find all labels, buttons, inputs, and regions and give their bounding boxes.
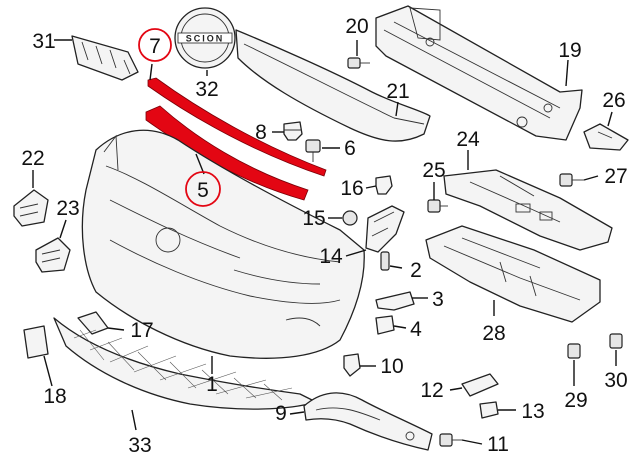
callout-7[interactable]: 7 bbox=[149, 35, 161, 58]
part-21-absorber[interactable] bbox=[235, 29, 431, 142]
callout-23[interactable]: 23 bbox=[56, 197, 79, 220]
part-17-strip[interactable] bbox=[77, 311, 109, 335]
part-19-reinforcement-bar[interactable] bbox=[375, 5, 583, 141]
part-12-retainer[interactable] bbox=[461, 373, 499, 397]
callout-18[interactable]: 18 bbox=[43, 385, 66, 408]
part-29-clip[interactable] bbox=[567, 343, 581, 359]
callout-1[interactable]: 1 bbox=[206, 373, 218, 396]
callout-14[interactable]: 14 bbox=[319, 245, 343, 268]
part-32-emblem[interactable]: SCION bbox=[174, 7, 236, 69]
part-25-bolt[interactable] bbox=[427, 199, 448, 213]
part-30-clip[interactable] bbox=[609, 333, 623, 349]
part-18-plate[interactable] bbox=[23, 325, 49, 359]
callout-8[interactable]: 8 bbox=[255, 121, 267, 144]
callout-6[interactable]: 6 bbox=[344, 137, 356, 160]
callout-5[interactable]: 5 bbox=[197, 179, 209, 202]
part-3-bracket[interactable] bbox=[375, 291, 415, 311]
callout-15[interactable]: 15 bbox=[302, 207, 325, 230]
part-6-bolt[interactable] bbox=[305, 139, 321, 162]
callout-24[interactable]: 24 bbox=[456, 128, 480, 151]
leader-lines bbox=[32, 39, 617, 445]
callout-27[interactable]: 27 bbox=[604, 165, 627, 188]
callout-3[interactable]: 3 bbox=[432, 288, 444, 311]
callout-29[interactable]: 29 bbox=[564, 389, 587, 412]
callout-13[interactable]: 13 bbox=[521, 400, 544, 423]
emblem-text: SCION bbox=[186, 34, 225, 44]
callout-19[interactable]: 19 bbox=[558, 39, 581, 62]
part-2-pin[interactable] bbox=[380, 251, 390, 271]
callout-26[interactable]: 26 bbox=[602, 89, 625, 112]
part-4-clip[interactable] bbox=[375, 315, 395, 335]
callout-32[interactable]: 32 bbox=[195, 78, 218, 101]
callout-4[interactable]: 4 bbox=[410, 318, 422, 341]
callout-28[interactable]: 28 bbox=[482, 322, 505, 345]
callout-25[interactable]: 25 bbox=[422, 159, 445, 182]
callout-20[interactable]: 20 bbox=[345, 15, 368, 38]
callout-22[interactable]: 22 bbox=[21, 147, 44, 170]
part-11-bolt[interactable] bbox=[439, 433, 462, 447]
part-8-clip[interactable] bbox=[283, 121, 303, 141]
callout-12[interactable]: 12 bbox=[420, 379, 443, 402]
part-1-bumper-cover[interactable] bbox=[81, 129, 365, 359]
callout-33[interactable]: 33 bbox=[128, 434, 151, 457]
part-20-bolt[interactable] bbox=[347, 57, 370, 69]
highlight-circle-7 bbox=[138, 28, 172, 62]
callout-11[interactable]: 11 bbox=[487, 433, 509, 456]
callout-9[interactable]: 9 bbox=[275, 402, 287, 425]
part-16-clip[interactable] bbox=[375, 175, 393, 195]
part-10-clip[interactable] bbox=[343, 353, 361, 377]
callout-21[interactable]: 21 bbox=[386, 80, 409, 103]
callout-31[interactable]: 31 bbox=[32, 30, 55, 53]
part-23-bezel[interactable] bbox=[35, 237, 71, 273]
callout-30[interactable]: 30 bbox=[604, 369, 627, 392]
part-22-bezel[interactable] bbox=[13, 189, 49, 227]
part-28-under-panel[interactable] bbox=[425, 225, 601, 323]
callout-2[interactable]: 2 bbox=[410, 259, 422, 282]
callout-labels: 1 2 3 4 5 6 7 8 9 10 11 12 13 14 15 16 1… bbox=[21, 15, 627, 457]
part-7-retainer-strip[interactable] bbox=[147, 77, 327, 177]
part-14-support[interactable] bbox=[365, 205, 405, 253]
callout-10[interactable]: 10 bbox=[380, 355, 403, 378]
highlight-circle-5 bbox=[185, 171, 221, 207]
part-31-bracket[interactable] bbox=[71, 35, 139, 81]
callout-17[interactable]: 17 bbox=[130, 319, 153, 342]
part-24-undercover[interactable] bbox=[443, 169, 613, 251]
part-13-clip[interactable] bbox=[479, 401, 499, 419]
part-9-bracket[interactable] bbox=[303, 392, 433, 451]
part-26-bracket[interactable] bbox=[583, 123, 629, 151]
callout-16[interactable]: 16 bbox=[340, 177, 363, 200]
part-27-bolt[interactable] bbox=[559, 173, 584, 187]
